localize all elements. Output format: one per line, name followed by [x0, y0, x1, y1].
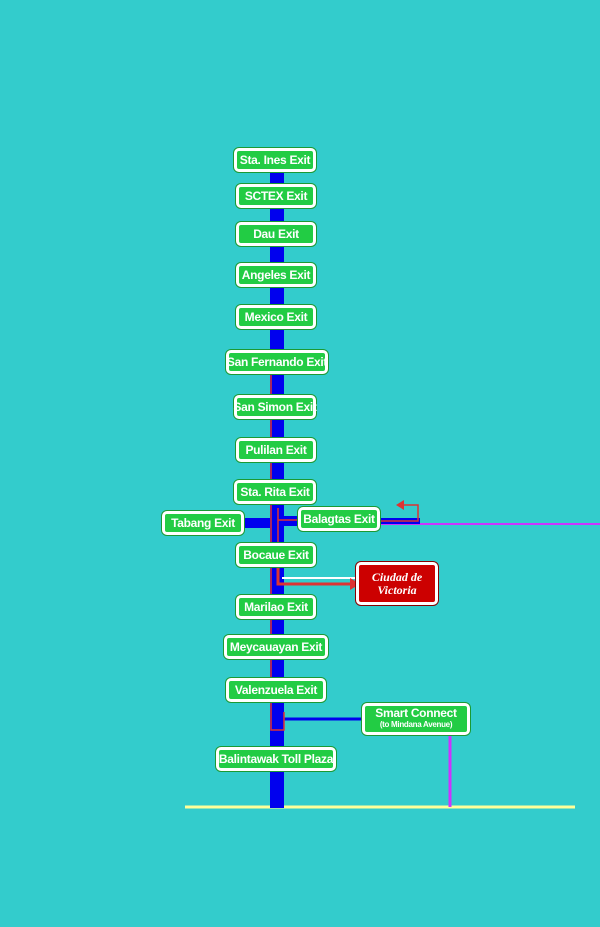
smart-connect-sublabel: (to Mindana Avenue) [379, 720, 453, 729]
exit-sign-tabang[interactable]: Tabang Exit [162, 511, 244, 535]
exit-sign-bocaue[interactable]: Bocaue Exit [236, 543, 316, 567]
ciudad-line1: Ciudad de [371, 569, 423, 584]
exit-sign-pulilan[interactable]: Pulilan Exit [236, 438, 316, 462]
tabang-connector [244, 518, 274, 528]
exit-sign-smart-connect[interactable]: Smart Connect (to Mindana Avenue) [362, 703, 470, 735]
exit-sign-san-fernando[interactable]: San Fernando Exit [226, 350, 328, 374]
red-ciudad-link [276, 560, 356, 586]
exit-sign-marilao[interactable]: Marilao Exit [236, 595, 316, 619]
exit-sign-sta-rita[interactable]: Sta. Rita Exit [234, 480, 316, 504]
exit-sign-sctex[interactable]: SCTEX Exit [236, 184, 316, 208]
exit-sign-valenzuela[interactable]: Valenzuela Exit [226, 678, 326, 702]
smart-connect-label: Smart Connect [375, 706, 457, 720]
red-arrow-head [396, 500, 404, 510]
exit-sign-balagtas[interactable]: Balagtas Exit [298, 507, 380, 531]
exit-sign-meycauayan[interactable]: Meycauayan Exit [224, 635, 328, 659]
exit-sign-dau[interactable]: Dau Exit [236, 222, 316, 246]
exit-sign-balintawak[interactable]: Balintawak Toll Plaza [216, 747, 336, 771]
balagtas-connector [284, 516, 300, 526]
ciudad-line2: Victoria [377, 582, 417, 597]
exit-sign-angeles[interactable]: Angeles Exit [236, 263, 316, 287]
exit-sign-san-simon[interactable]: San Simon Exit [233, 395, 317, 419]
ciudad-arrow-head [350, 578, 360, 590]
exit-sign-sta-ines[interactable]: Sta. Ines Exit [234, 148, 316, 172]
exit-sign-mexico[interactable]: Mexico Exit [236, 305, 316, 329]
ciudad-de-victoria-sign[interactable]: Ciudad de Victoria [356, 562, 438, 605]
